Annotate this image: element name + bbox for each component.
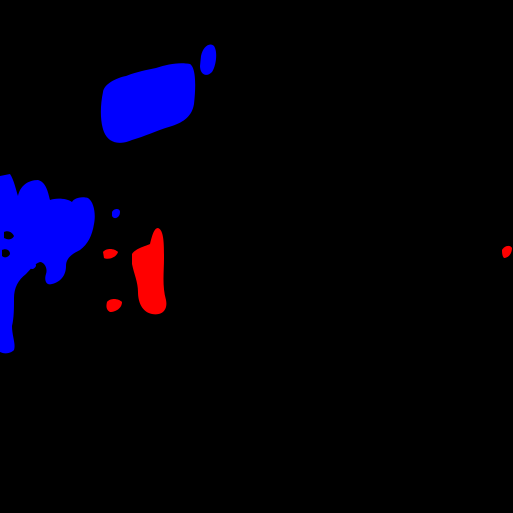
blue-blob-left-main: [0, 174, 95, 354]
red-blob-main: [132, 228, 167, 315]
blue-blob-top-right: [200, 44, 217, 75]
red-blob-small-top: [103, 249, 118, 259]
blue-blob-left-hole-2: [2, 249, 10, 258]
blue-region-left: [0, 174, 120, 354]
red-blob-small-bottom: [106, 299, 122, 312]
red-region-right: [502, 245, 512, 258]
red-region-center: [103, 228, 167, 315]
blue-speck-2: [30, 262, 36, 269]
blue-blob-main: [100, 63, 196, 143]
blue-blob-left-hole: [4, 231, 14, 240]
blue-region-upper: [100, 44, 217, 143]
red-speck-right: [502, 245, 512, 258]
blue-speck: [112, 209, 120, 219]
